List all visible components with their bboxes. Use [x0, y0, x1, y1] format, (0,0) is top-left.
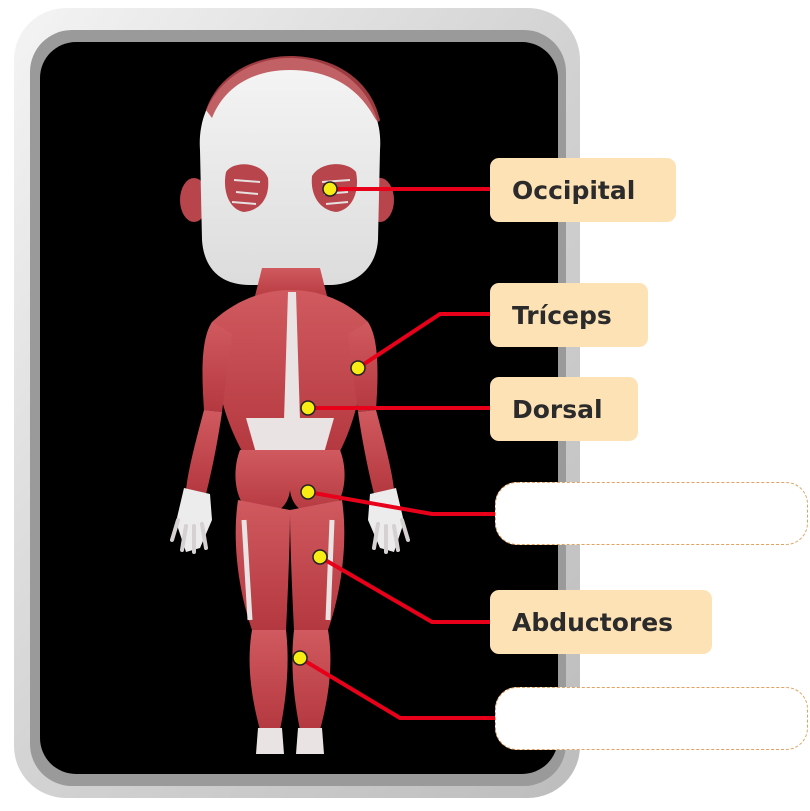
marker-dorsal	[301, 401, 315, 415]
label-abductores-text: Abductores	[512, 608, 673, 637]
marker-blank1	[301, 485, 315, 499]
marker-blank2	[293, 651, 307, 665]
label-abductores: Abductores	[490, 590, 712, 654]
marker-occipital	[323, 182, 337, 196]
label-dorsal: Dorsal	[490, 377, 638, 441]
label-occipital: Occipital	[490, 158, 676, 222]
answer-blank-1[interactable]	[495, 482, 808, 545]
marker-abductores	[313, 550, 327, 564]
answer-blank-2[interactable]	[495, 687, 808, 750]
label-dorsal-text: Dorsal	[512, 395, 603, 424]
label-triceps: Tríceps	[490, 283, 648, 347]
left-heel	[256, 728, 284, 754]
marker-triceps	[351, 361, 365, 375]
right-heel	[296, 728, 324, 754]
label-occipital-text: Occipital	[512, 176, 635, 205]
label-triceps-text: Tríceps	[512, 301, 612, 330]
